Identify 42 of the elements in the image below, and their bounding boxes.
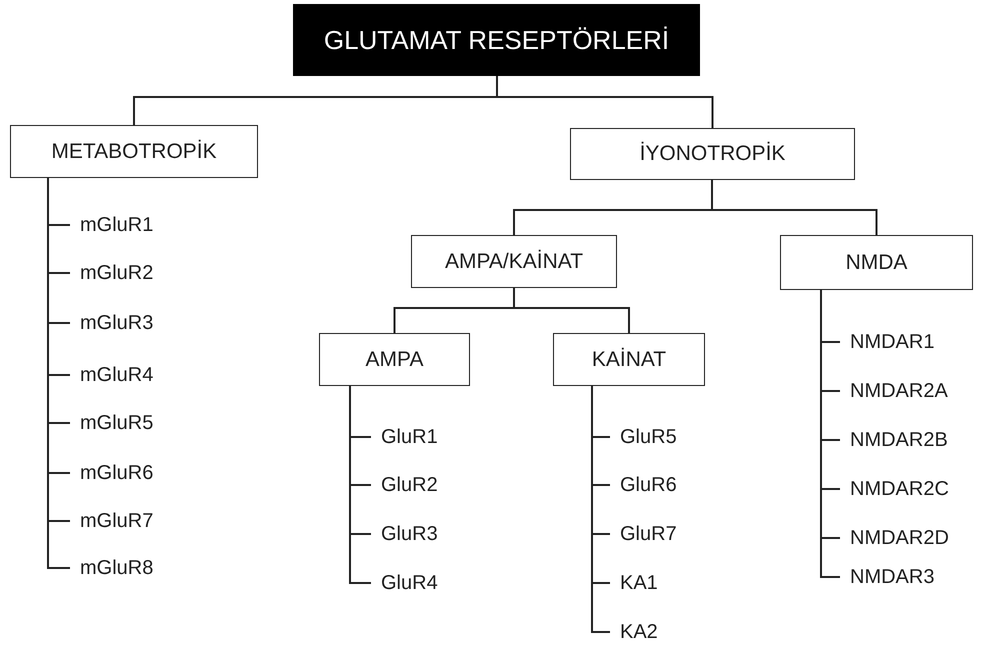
subtype-label: GluR2 [381, 473, 438, 497]
title-text: GLUTAMAT RESEPTÖRLERİ [324, 24, 670, 56]
subtype-label: KA2 [620, 620, 658, 644]
subtype-label: NMDAR1 [850, 330, 934, 354]
subtype-label: GluR4 [381, 571, 438, 595]
subtype-label: NMDAR3 [850, 565, 934, 589]
subtype-label: mGluR8 [80, 556, 154, 580]
connector-line [711, 180, 878, 235]
subtype-label: mGluR2 [80, 261, 154, 285]
subtype-label: mGluR7 [80, 509, 154, 533]
subtype-label: mGluR3 [80, 311, 154, 335]
category-box [10, 125, 258, 178]
subtype-label: NMDAR2D [850, 526, 949, 550]
category-box [570, 128, 855, 180]
connector-line [496, 76, 714, 128]
category-box [319, 333, 470, 386]
connector-line [349, 386, 371, 584]
category-label: NMDA [846, 250, 908, 274]
subtype-label: GluR7 [620, 522, 677, 546]
category-label: İYONOTROPİK [640, 142, 786, 166]
subtype-label: KA1 [620, 571, 658, 595]
subtype-label: GluR1 [381, 425, 438, 449]
subtype-label: GluR6 [620, 473, 677, 497]
category-label: AMPA [366, 348, 424, 372]
subtype-label: NMDAR2A [850, 379, 948, 403]
category-box [780, 235, 973, 290]
category-label: KAİNAT [592, 348, 666, 372]
subtype-label: mGluR5 [80, 411, 154, 435]
category-label: AMPA/KAİNAT [444, 250, 584, 274]
subtype-label: NMDAR2C [850, 477, 949, 501]
subtype-label: GluR3 [381, 522, 438, 546]
subtype-label: GluR5 [620, 425, 677, 449]
connector-line [513, 288, 630, 333]
connector-line [591, 386, 610, 633]
category-box [411, 235, 617, 288]
category-box [553, 333, 705, 386]
subtype-label: mGluR1 [80, 213, 154, 237]
subtype-label: NMDAR2B [850, 428, 948, 452]
title-box [293, 4, 700, 76]
category-label: METABOTROPİK [51, 140, 217, 164]
subtype-label: mGluR4 [80, 363, 154, 387]
subtype-label: mGluR6 [80, 461, 154, 485]
